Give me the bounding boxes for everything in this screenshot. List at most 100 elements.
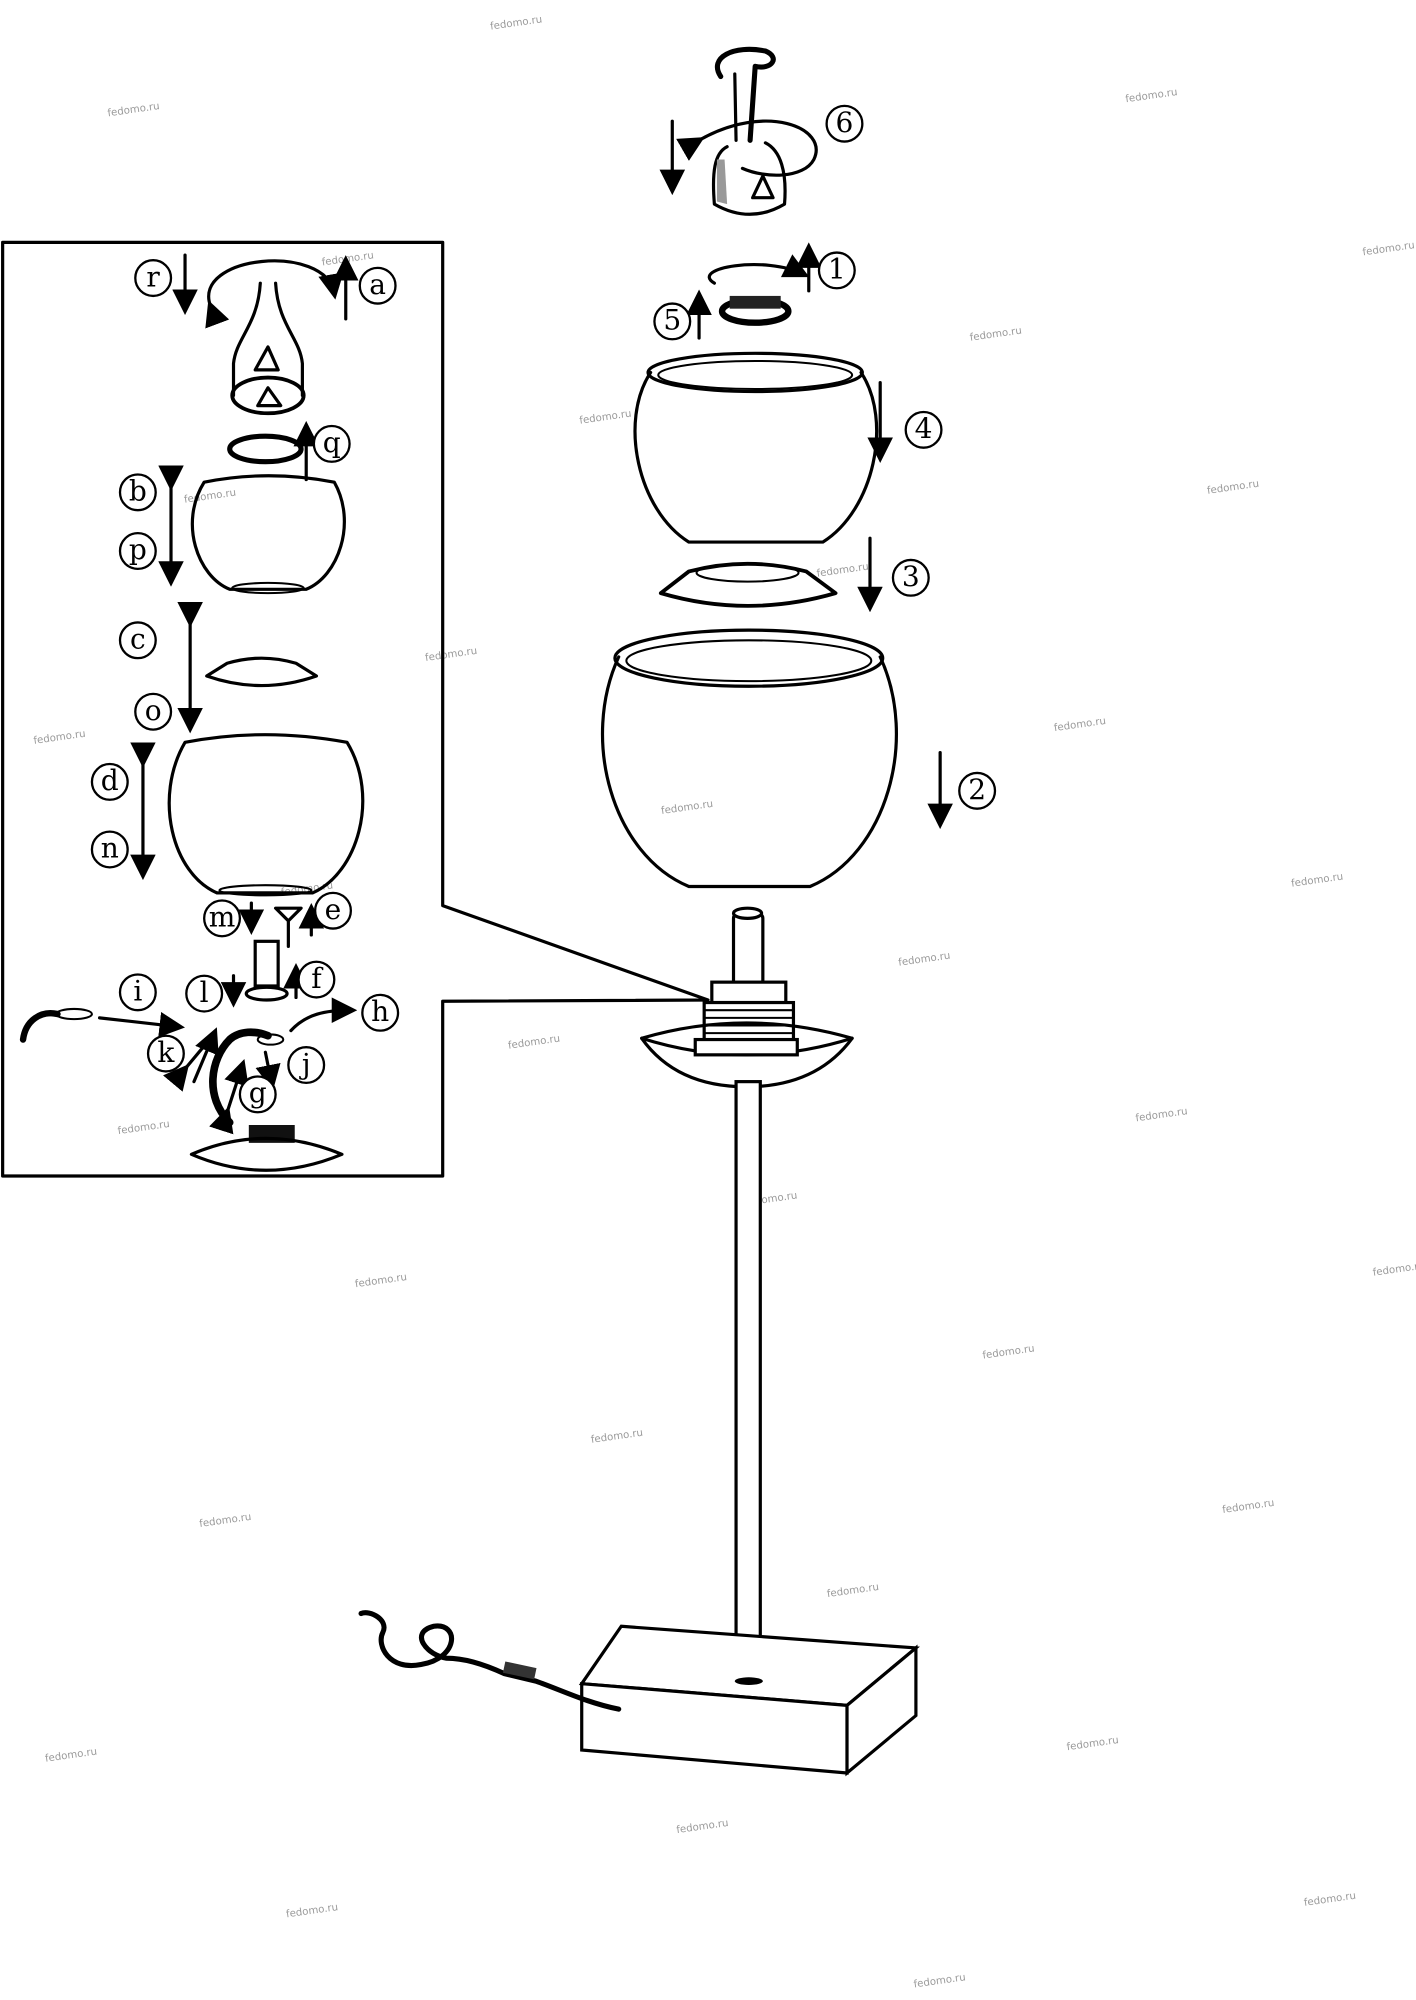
watermark-text: fedomo.ru bbox=[424, 646, 477, 664]
label-circle bbox=[90, 830, 129, 869]
label-text: n bbox=[101, 832, 119, 865]
step-label-q: q bbox=[312, 424, 351, 463]
label-text: b bbox=[129, 475, 147, 508]
power-cord bbox=[358, 1610, 622, 1712]
step-label-6: 6 bbox=[825, 104, 864, 143]
inset-plate bbox=[205, 656, 319, 688]
step-label-j: j bbox=[287, 1046, 326, 1085]
inset-small-glass bbox=[190, 474, 346, 591]
label-circle bbox=[361, 993, 400, 1032]
step-label-p: p bbox=[118, 532, 157, 571]
top-cap bbox=[659, 46, 818, 216]
label-text: a bbox=[369, 268, 386, 301]
watermark-text: fedomo.ru bbox=[982, 1343, 1035, 1361]
detail-inset bbox=[1, 240, 710, 1178]
label-text: f bbox=[311, 962, 324, 995]
watermark-text: fedomo.ru bbox=[826, 1582, 879, 1600]
label-circle bbox=[958, 771, 997, 810]
label-text: r bbox=[146, 260, 160, 293]
watermark-text: fedomo.ru bbox=[285, 1902, 338, 1920]
label-circle bbox=[185, 974, 224, 1013]
watermark-text: fedomo.ru bbox=[507, 1034, 560, 1052]
inset-screw bbox=[274, 906, 303, 949]
step-label-b: b bbox=[118, 473, 157, 512]
watermark-text: fedomo.ru bbox=[44, 1747, 97, 1765]
step-label-1: 1 bbox=[817, 251, 856, 290]
label-circle bbox=[146, 1034, 185, 1073]
watermark-text: fedomo.ru bbox=[33, 729, 86, 747]
label-circle bbox=[904, 410, 943, 449]
label-circle bbox=[203, 899, 242, 938]
inset-cap bbox=[172, 253, 359, 416]
step-label-c: c bbox=[118, 621, 157, 660]
watermark-text: fedomo.ru bbox=[183, 488, 236, 506]
lamp-base bbox=[578, 1624, 920, 1777]
inset-big-glass bbox=[167, 733, 365, 895]
inset-frame bbox=[1, 240, 710, 1178]
step-label-r: r bbox=[134, 259, 173, 298]
watermark-text: fedomo.ru bbox=[1222, 1498, 1275, 1516]
watermark-text: fedomo.ru bbox=[1362, 240, 1415, 258]
watermark-text: fedomo.ru bbox=[1291, 872, 1344, 890]
label-text: k bbox=[157, 1036, 175, 1069]
watermark-text: fedomo.ru bbox=[898, 951, 951, 969]
label-circle bbox=[90, 762, 129, 801]
label-text: 3 bbox=[902, 560, 920, 593]
label-circle bbox=[297, 960, 336, 999]
glass-holder-plate bbox=[658, 536, 883, 613]
label-text: 6 bbox=[836, 106, 854, 139]
watermark-text: fedomo.ru bbox=[816, 562, 869, 580]
threaded-ring bbox=[686, 242, 822, 340]
label-circle bbox=[817, 251, 856, 290]
label-circle bbox=[118, 621, 157, 660]
label-text: d bbox=[101, 764, 119, 797]
watermark-text: fedomo.ru bbox=[117, 1119, 170, 1137]
step-label-g: g bbox=[238, 1075, 277, 1114]
label-circle bbox=[312, 424, 351, 463]
watermark-layer: fedomo.ru fedomo.ru fedomo.ru fedomo.ru fedo… bbox=[33, 14, 1416, 1990]
label-text: 1 bbox=[828, 253, 846, 286]
step-label-4: 4 bbox=[904, 410, 943, 449]
step-label-5: 5 bbox=[653, 302, 692, 341]
label-text: j bbox=[299, 1047, 311, 1080]
step-label-k: k bbox=[146, 1034, 185, 1073]
step-label-m: m bbox=[203, 899, 242, 938]
label-circle bbox=[358, 266, 397, 305]
watermark-text: fedomo.ru bbox=[1135, 1106, 1188, 1124]
watermark-text: fedomo.ru bbox=[579, 409, 632, 427]
upper-glass-globe bbox=[633, 351, 893, 544]
label-circle bbox=[134, 259, 173, 298]
watermark-text: fedomo.ru bbox=[490, 14, 543, 32]
watermark-text: fedomo.ru bbox=[676, 1818, 729, 1836]
label-circle bbox=[118, 532, 157, 571]
step-label-f: f bbox=[297, 960, 336, 999]
lower-glass-globe bbox=[600, 628, 953, 889]
watermark-text: fedomo.ru bbox=[354, 1272, 407, 1290]
watermark-text: fedomo.ru bbox=[1206, 479, 1259, 497]
watermark-text: fedomo.ru bbox=[1053, 716, 1106, 734]
step-label-a: a bbox=[358, 266, 397, 305]
label-text: m bbox=[209, 901, 236, 934]
cord-switch bbox=[502, 1661, 537, 1680]
watermark-text: fedomo.ru bbox=[913, 1972, 966, 1990]
watermark-text: fedomo.ru bbox=[1372, 1261, 1416, 1279]
label-circle bbox=[134, 692, 173, 731]
label-text: 2 bbox=[968, 773, 986, 806]
label-circle bbox=[287, 1046, 326, 1085]
label-text: 5 bbox=[663, 304, 681, 337]
watermark-text: fedomo.ru bbox=[199, 1512, 252, 1530]
watermark-text: fedomo.ru bbox=[1066, 1735, 1119, 1753]
label-text: o bbox=[145, 694, 162, 727]
step-label-3: 3 bbox=[891, 558, 930, 597]
inset-nipple bbox=[253, 939, 280, 988]
inset-ring bbox=[227, 433, 304, 465]
step-label-o: o bbox=[134, 692, 173, 731]
step-label-d: d bbox=[90, 762, 129, 801]
watermark-text: fedomo.ru bbox=[107, 101, 160, 119]
watermark-text: fedomo.ru bbox=[590, 1428, 643, 1446]
step-label-2: 2 bbox=[958, 771, 997, 810]
label-circle bbox=[118, 473, 157, 512]
label-text: 4 bbox=[915, 412, 933, 445]
